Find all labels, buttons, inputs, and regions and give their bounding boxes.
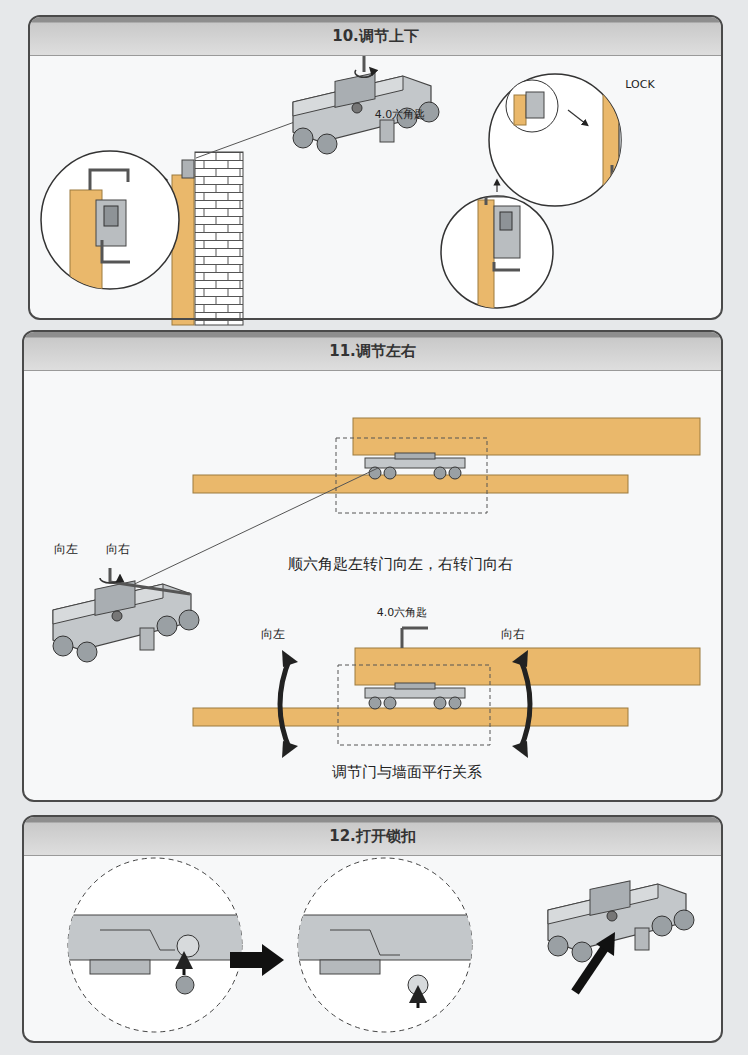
annotation-text: 向左 [261,627,285,641]
section-title: 10.调节上下 [332,27,419,46]
section-panel: 10.调节上下 [28,15,723,320]
annotation-text: 向右 [501,627,525,641]
annotation-text: 顺六角匙左转门向左，右转门向右 [288,555,513,573]
annotation-text: 向右 [106,542,130,556]
section-title: 12.打开锁扣 [329,827,416,846]
annotation-text: 向左 [54,542,78,556]
annotation-text: 4.0六角匙 [375,108,426,121]
section-header: 10.调节上下 [30,17,721,56]
annotation-text: 调节门与墙面平行关系 [332,763,482,781]
section-header: 12.打开锁扣 [24,817,721,856]
section-panel: 12.打开锁扣 [22,815,723,1043]
section-title: 11.调节左右 [329,342,416,361]
section-header: 11.调节左右 [24,332,721,371]
annotation-text: LOCK [625,78,654,91]
annotation-text: 4.0六角匙 [377,606,428,619]
